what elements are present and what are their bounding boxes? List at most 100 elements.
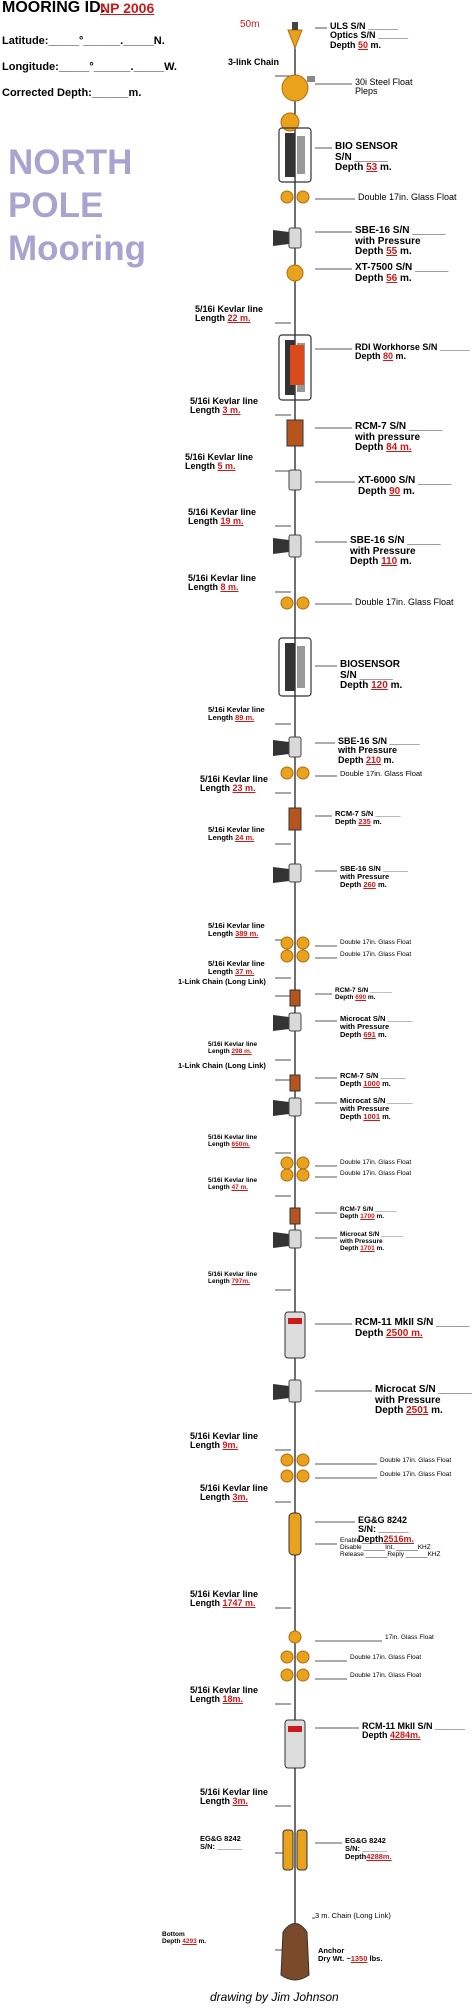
value-prefix: Length xyxy=(190,1694,223,1705)
item-label-line: with Pressure xyxy=(340,1021,390,1031)
item-label: RCM-11 MkII S/N ______Depth 2500 m. xyxy=(355,1317,470,1339)
value-prefix: Dry Wt. ~ xyxy=(318,1953,351,1963)
value-number: 120 xyxy=(371,680,388,691)
item-label-line: 5/16i Kevlar line xyxy=(190,396,259,406)
mooring-id-label: MOORING ID: xyxy=(2,0,106,16)
item-label-line: 5/16i Kevlar line xyxy=(208,1134,258,1141)
value-prefix: Depth xyxy=(338,754,366,765)
value-number: 22 m. xyxy=(227,313,251,324)
item-label: Double 17in. Glass Float xyxy=(340,951,412,959)
value-prefix: Depth xyxy=(340,879,364,889)
value-number: 56 xyxy=(386,272,398,284)
instrument-icon xyxy=(288,1097,302,1117)
value-number: 84 m. xyxy=(386,442,412,453)
item-label: Double 17in. Glass Float xyxy=(340,939,411,947)
value-number: 23 m. xyxy=(232,783,256,794)
item-label: Double 17in. Glass Float xyxy=(340,770,422,778)
item-label-line: SBE-16 S/N ______ xyxy=(340,864,408,873)
item-label-line: Double 17in. Glass Float xyxy=(358,192,457,202)
value-prefix: Length xyxy=(190,1440,223,1451)
item-label-line: S/N ______ xyxy=(340,669,393,681)
item-label-line: Double 17in. Glass Float xyxy=(350,1654,422,1661)
value-number: 8 m. xyxy=(220,582,239,593)
item-label-line: 5/16i Kevlar line xyxy=(208,1271,258,1278)
item-value-line: Length 8 m. xyxy=(188,583,256,592)
glass-float-icon xyxy=(280,596,294,610)
value-number: 90 xyxy=(389,485,401,497)
value-number: 1000 xyxy=(363,1078,381,1088)
value-prefix: Depth xyxy=(355,442,387,453)
item-label-line: 5/16i Kevlar line xyxy=(208,921,265,930)
item-value-line: Length 22 m. xyxy=(195,314,263,323)
item-label-line: Double 17in. Glass Float xyxy=(355,597,454,607)
value-prefix: Length xyxy=(208,928,236,938)
value-number: 9m. xyxy=(222,1440,239,1451)
value-unit: lbs. xyxy=(367,1953,383,1963)
item-label: RCM-11 MkII S/N ______Depth 4284m. xyxy=(362,1721,465,1741)
instrument-icon xyxy=(288,736,302,758)
value-number: 4284m. xyxy=(390,1730,421,1741)
glass-float-icon xyxy=(280,190,294,204)
value-number: 3m. xyxy=(232,1796,249,1807)
rcm-11-cap-icon xyxy=(288,1318,302,1324)
signature: drawing by Jim Johnson xyxy=(210,1990,339,2004)
value-unit: m. xyxy=(374,1212,385,1220)
value-unit: m. xyxy=(397,272,412,284)
instrument-icon xyxy=(288,1229,302,1249)
item-value-line: Depth 50 m. xyxy=(330,40,408,50)
item-label: Double 17in. Glass Float xyxy=(350,1654,422,1662)
item-label-line: Double 17in. Glass Float xyxy=(340,951,412,958)
item-label: Double 17in. Glass Float xyxy=(340,1159,411,1167)
item-value-line: Depth 235 m. xyxy=(335,817,400,826)
item-label-line: with Pressure xyxy=(340,871,390,881)
value-unit: m. xyxy=(428,1405,443,1416)
glass-float-icon xyxy=(280,1156,294,1170)
glass-float-icon xyxy=(280,1650,294,1664)
glass-float-icon xyxy=(296,949,310,963)
rcm-current-meter-icon xyxy=(289,989,301,1007)
value-prefix: Length xyxy=(200,1492,233,1503)
value-prefix: Depth xyxy=(335,162,367,173)
item-label-line: 3-link Chain xyxy=(228,57,280,67)
value-unit: m. xyxy=(377,162,392,173)
value-prefix: Depth xyxy=(340,1244,361,1252)
value-prefix: Length xyxy=(208,1140,232,1148)
glass-float-icon xyxy=(280,936,294,950)
item-label-line: EG&G 8242 xyxy=(200,1834,241,1843)
item-label-line: Microcat S/N ______ xyxy=(340,1014,413,1023)
glass-float-icon xyxy=(280,1453,294,1467)
item-label-line: S/N: ______ xyxy=(345,1843,388,1853)
item-label: RCM-7 S/N ______Depth 690 m. xyxy=(335,987,392,1002)
item-label-line: RCM-7 S/N ______ xyxy=(335,987,392,994)
item-label: 17in. Glass Float xyxy=(385,1634,434,1642)
item-label: RDI Workhorse S/N ______Depth 80 m. xyxy=(355,342,470,362)
acoustic-release-icon xyxy=(296,1829,308,1871)
item-value-line: Length 3m. xyxy=(200,1797,268,1806)
instrument-icon xyxy=(288,469,302,491)
item-label-line: 5/16i Kevlar line xyxy=(208,1041,258,1048)
value-prefix: Depth xyxy=(340,1078,364,1088)
item-value-line: Depth 120 m. xyxy=(340,680,402,692)
item-label-line: with Pressure xyxy=(340,1103,390,1113)
value-number: 2516m. xyxy=(383,1533,415,1544)
value-prefix: Depth xyxy=(340,680,372,691)
item-value-line: Length 24 m. xyxy=(208,833,265,842)
item-label: XT-7500 S/N ______Depth 56 m. xyxy=(355,262,448,284)
item-label: RCM-7 S/N ______Depth 1000 m. xyxy=(340,1072,405,1088)
item-label-line: 5/16i Kevlar line xyxy=(208,959,265,968)
item-label-line: 5/16i Kevlar line xyxy=(200,774,269,784)
value-number: 1001 xyxy=(363,1111,381,1121)
value-number: 389 m. xyxy=(235,928,259,938)
item-label-line: Double 17in. Glass Float xyxy=(380,1471,452,1478)
